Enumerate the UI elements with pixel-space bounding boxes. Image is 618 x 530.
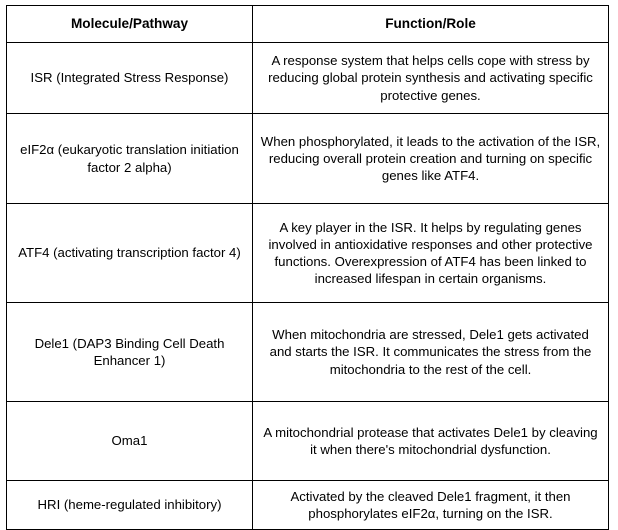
table-row: eIF2α (eukaryotic translation initiation… [6,113,609,204]
table-container: Molecule/Pathway Function/Role ISR (Inte… [6,5,609,530]
cell-molecule: ISR (Integrated Stress Response) [6,42,253,114]
table-row: ATF4 (activating transcription factor 4)… [6,203,609,303]
table-row: ISR (Integrated Stress Response) A respo… [6,42,609,114]
cell-function: A mitochondrial protease that activates … [252,401,609,481]
cell-molecule: ATF4 (activating transcription factor 4) [6,203,253,303]
table-body: ISR (Integrated Stress Response) A respo… [6,42,609,530]
cell-function: When mitochondria are stressed, Dele1 ge… [252,302,609,402]
cell-molecule: Dele1 (DAP3 Binding Cell Death Enhancer … [6,302,253,402]
molecule-function-table: Molecule/Pathway Function/Role ISR (Inte… [6,5,609,530]
cell-function: When phosphorylated, it leads to the act… [252,113,609,204]
table-row: Oma1 A mitochondrial protease that activ… [6,401,609,481]
column-header-function-role: Function/Role [252,5,609,43]
page-root: Molecule/Pathway Function/Role ISR (Inte… [6,5,609,530]
table-header: Molecule/Pathway Function/Role [6,5,609,43]
cell-function: Activated by the cleaved Dele1 fragment,… [252,480,609,530]
cell-molecule: Oma1 [6,401,253,481]
table-header-row: Molecule/Pathway Function/Role [6,5,609,43]
column-header-molecule-pathway: Molecule/Pathway [6,5,253,43]
cell-function: A key player in the ISR. It helps by reg… [252,203,609,303]
table-row: HRI (heme-regulated inhibitory) Activate… [6,480,609,530]
cell-molecule: eIF2α (eukaryotic translation initiation… [6,113,253,204]
cell-molecule: HRI (heme-regulated inhibitory) [6,480,253,530]
table-row: Dele1 (DAP3 Binding Cell Death Enhancer … [6,302,609,402]
cell-function: A response system that helps cells cope … [252,42,609,114]
